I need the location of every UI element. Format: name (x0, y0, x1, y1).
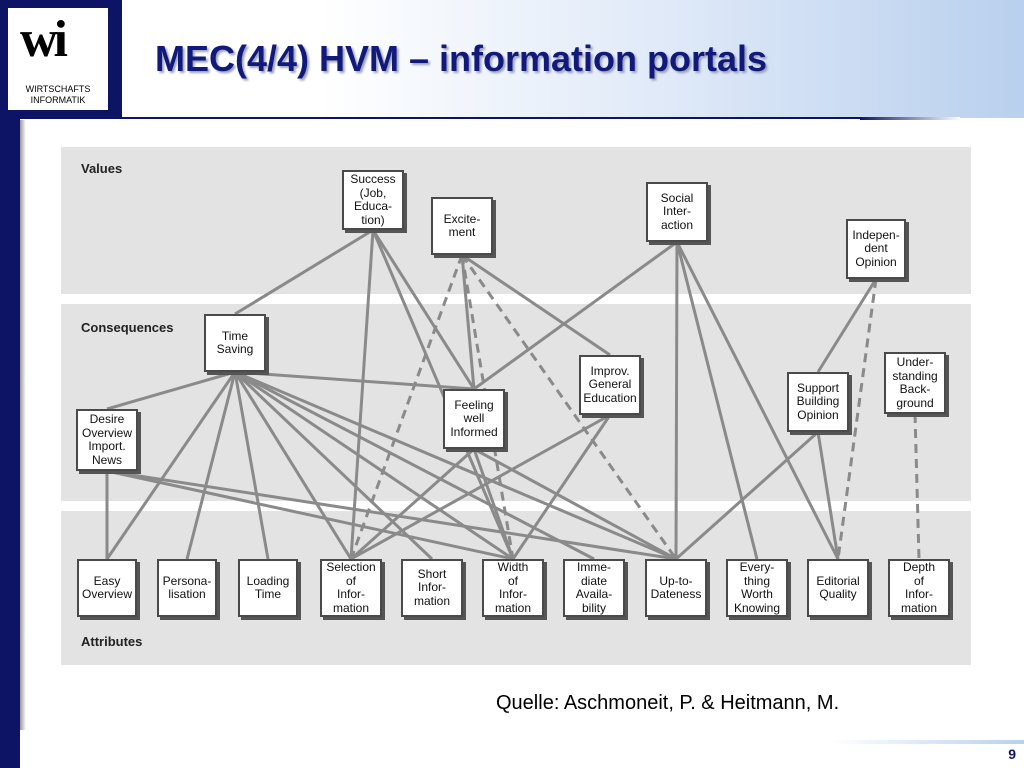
link-excitement-improv (461, 253, 611, 357)
link-understanding-depth (913, 413, 921, 560)
link-timesaving-feeling (234, 370, 475, 391)
links-layer (105, 228, 921, 561)
node-loading: Loading Time (238, 559, 298, 617)
link-timesaving-short (233, 370, 434, 561)
node-immediate: Imme- diate Availa- bility (563, 559, 625, 617)
link-timesaving-desire (106, 370, 236, 411)
wi-logo: wi WIRTSCHAFTS INFORMATIK (0, 0, 122, 118)
link-independent-editorial (836, 278, 878, 560)
link-excitement-feeling (460, 254, 476, 390)
level-label-attributes: Attributes (81, 634, 143, 649)
link-feeling-uptodate (473, 447, 677, 561)
logo-box: wi WIRTSCHAFTS INFORMATIK (8, 8, 108, 110)
node-timesaving: Time Saving (204, 314, 266, 372)
node-short: Short Infor- mation (401, 559, 463, 617)
link-excitement-uptodate (460, 254, 678, 560)
hvm-diagram: Values Consequences Attributes Success (… (61, 147, 971, 665)
link-success-timesaving (234, 228, 374, 316)
sidebar-shadow (20, 120, 26, 730)
header-divider (20, 117, 960, 119)
band-values (61, 147, 971, 294)
link-social-editorial (675, 241, 840, 560)
link-improv-selection (350, 413, 611, 561)
node-success: Success (Job, Educa- tion) (342, 170, 404, 230)
link-feeling-selection (350, 447, 475, 561)
sidebar-bar (0, 0, 20, 768)
link-success-selection (349, 229, 375, 560)
node-uptodate: Up-to- Dateness (645, 559, 707, 617)
node-support: Support Building Opinion (787, 372, 849, 432)
link-support-uptodate (675, 430, 819, 561)
node-independent: Indepen- dent Opinion (846, 219, 906, 279)
link-desire-uptodate (106, 469, 677, 561)
level-label-consequences: Consequences (81, 320, 174, 335)
header-band (140, 0, 1024, 118)
footer-strip (830, 740, 1024, 744)
node-depth: Depth of Infor- mation (888, 559, 950, 617)
source-citation: Quelle: Aschmoneit, P. & Heitmann, M. (496, 692, 840, 714)
link-support-editorial (816, 431, 840, 560)
link-timesaving-personal (185, 371, 237, 560)
header-divider-accent (860, 117, 960, 120)
link-independent-support (816, 278, 878, 373)
node-feeling: Feeling well Informed (443, 389, 505, 449)
link-excitement-selection (349, 254, 464, 560)
link-timesaving-immediate (234, 370, 595, 561)
node-easy: Easy Overview (77, 559, 137, 617)
logo-mark: wi (20, 11, 68, 68)
slide-title: MEC(4/4) HVM – information portals (155, 38, 768, 79)
level-label-values: Values (81, 161, 123, 176)
node-everything: Every- thing Worth Knowing (726, 559, 788, 617)
link-social-feeling (473, 240, 678, 391)
link-timesaving-loading (233, 371, 270, 560)
link-social-uptodate (674, 241, 679, 560)
node-desire: Desire Overview Import. News (76, 409, 138, 471)
node-selection: Selection of Infor- mation (320, 559, 382, 617)
link-improv-width (511, 414, 612, 560)
link-timesaving-easy (105, 371, 237, 560)
node-social: Social Inter- action (646, 182, 708, 242)
node-editorial: Editorial Quality (807, 559, 869, 617)
node-improv: Improv. General Education (579, 355, 641, 415)
link-desire-width (106, 469, 514, 561)
node-understanding: Under- standing Back- ground (884, 352, 946, 414)
logo-text: WIRTSCHAFTS INFORMATIK (25, 84, 91, 105)
link-feeling-width (472, 448, 515, 560)
page-number: 9 (1008, 746, 1016, 762)
link-timesaving-selection (233, 371, 353, 560)
node-width: Width of Infor- mation (482, 559, 544, 617)
node-excitement: Excite- ment (431, 197, 493, 255)
link-success-feeling (371, 229, 476, 390)
node-personal: Persona- lisation (157, 559, 217, 617)
link-social-everything (675, 241, 759, 560)
